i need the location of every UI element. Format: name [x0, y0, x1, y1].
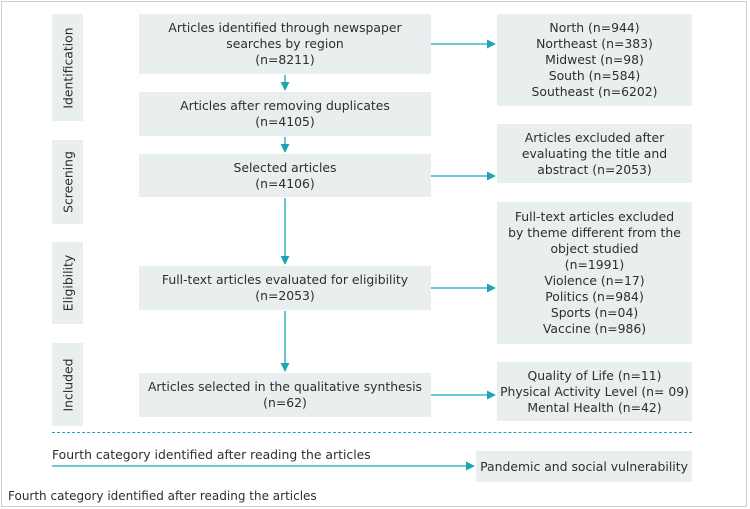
- box-text-line: Vaccine (n=986): [542, 321, 647, 336]
- box-text-line: evaluating the title and: [521, 145, 668, 161]
- box-text-line: (n=1991): [564, 257, 625, 272]
- box-text-line: (n=2053): [255, 288, 315, 303]
- region-item: Southeast (n=6202): [531, 84, 658, 99]
- region-item: North (n=944): [549, 20, 640, 35]
- box-text-line: Full-text articles evaluated for eligibi…: [161, 272, 409, 287]
- box-articles-identified: Articles identified through newspaper se…: [139, 14, 431, 74]
- region-item: Northeast (n=383): [536, 36, 653, 51]
- box-pandemic-vulnerability: Pandemic and social vulnerability: [476, 451, 692, 482]
- box-fulltext-evaluated: Full-text articles evaluated for eligibi…: [139, 266, 431, 310]
- box-text-line: Full-text articles excluded: [514, 209, 675, 224]
- box-text-line: object studied: [550, 241, 639, 256]
- category-item: Physical Activity Level (n= 09): [500, 383, 689, 399]
- box-regions: North (n=944) Northeast (n=383) Midwest …: [497, 14, 692, 106]
- figure-caption: Fourth category identified after reading…: [8, 489, 317, 503]
- box-text-line: Articles identified through newspaper: [168, 20, 402, 35]
- box-text-line: Pandemic and social vulnerability: [480, 458, 688, 474]
- box-text-line: (n=62): [263, 395, 307, 410]
- box-text-line: (n=8211): [255, 52, 315, 67]
- box-qualitative-synthesis: Articles selected in the qualitative syn…: [139, 373, 431, 417]
- box-excluded-fulltext: Full-text articles excluded by theme dif…: [497, 202, 692, 344]
- box-text-line: Articles excluded after: [524, 129, 665, 145]
- fourth-category-label: Fourth category identified after reading…: [52, 447, 371, 462]
- box-text-line: Articles after removing duplicates: [180, 98, 390, 113]
- box-text-line: Selected articles: [233, 159, 337, 175]
- stage-eligibility: Eligibility: [52, 242, 83, 324]
- box-text-line: (n=4105): [255, 114, 315, 129]
- region-item: Midwest (n=98): [545, 52, 644, 67]
- dashed-divider: [52, 432, 692, 433]
- region-item: South (n=584): [548, 68, 641, 83]
- box-text-line: abstract (n=2053): [537, 161, 652, 177]
- box-after-duplicates: Articles after removing duplicates (n=41…: [139, 92, 431, 136]
- stage-screening: Screening: [52, 140, 83, 224]
- box-text-line: (n=4106): [255, 175, 315, 191]
- box-excluded-title-abstract: Articles excluded after evaluating the t…: [497, 124, 692, 183]
- box-text-line: Politics (n=984): [545, 289, 644, 304]
- category-item: Quality of Life (n=11): [527, 367, 662, 383]
- category-item: Mental Health (n=42): [527, 399, 662, 415]
- stage-identification: Identification: [52, 14, 83, 121]
- box-text-line: by theme different from the: [508, 225, 681, 240]
- box-text-line: Articles selected in the qualitative syn…: [147, 379, 423, 394]
- box-categories: Quality of Life (n=11) Physical Activity…: [497, 362, 692, 421]
- box-text-line: searches by region: [226, 36, 344, 51]
- box-selected-articles: Selected articles (n=4106): [139, 154, 431, 197]
- stage-included: Included: [52, 343, 83, 426]
- box-text-line: Sports (n=04): [550, 305, 639, 320]
- box-text-line: Violence (n=17): [544, 273, 645, 288]
